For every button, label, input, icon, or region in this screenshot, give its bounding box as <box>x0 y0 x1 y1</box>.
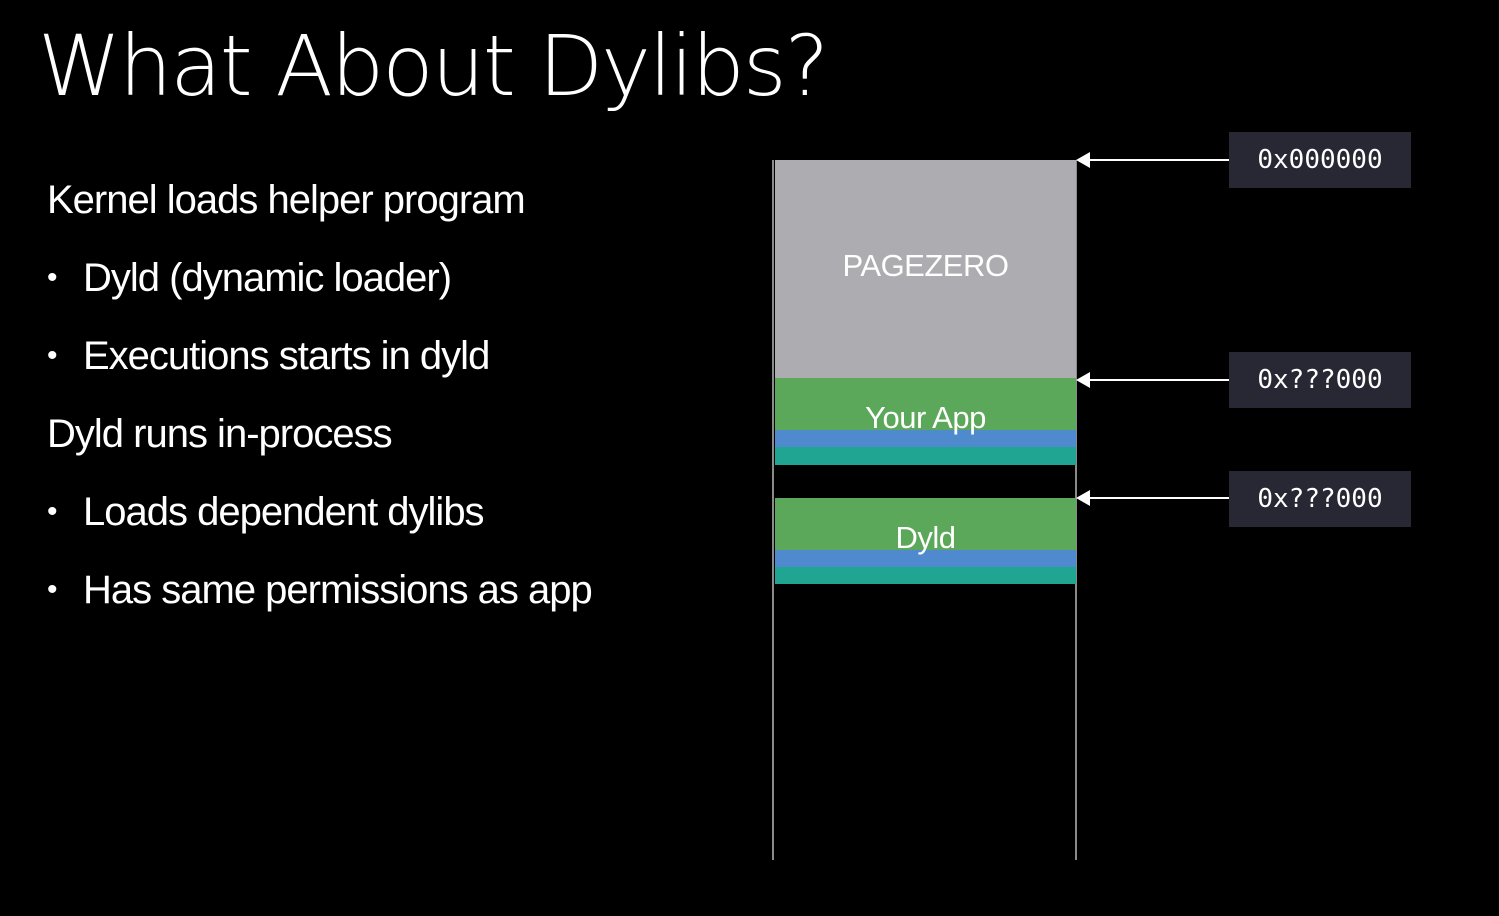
segment-your-app-data <box>775 430 1076 447</box>
bullet-text: Dyld (dynamic loader) <box>83 256 452 300</box>
bullet-dot-icon: • <box>47 261 57 294</box>
bullet-dot-icon: • <box>47 339 57 372</box>
arrow-left-icon <box>1076 490 1090 506</box>
arrow-left-icon <box>1076 372 1090 388</box>
bullet-dot-icon: • <box>47 573 57 606</box>
address-label: 0x000000 <box>1229 132 1411 188</box>
segment-label-pagezero: PAGEZERO <box>842 248 1009 283</box>
segment-pagezero <box>775 160 1076 378</box>
address-arrow <box>1076 372 1229 388</box>
segment-dyld-data <box>775 550 1076 567</box>
memory-column-left-border <box>772 160 774 860</box>
address-arrow <box>1076 490 1229 506</box>
bullet-text: Executions starts in dyld <box>83 334 490 378</box>
segment-your-app-linkedit <box>775 447 1076 465</box>
segment-dyld-linkedit <box>775 567 1076 584</box>
segment-dyld-text <box>775 498 1076 550</box>
bullet-dot-icon: • <box>47 495 57 528</box>
address-label: 0x???000 <box>1229 352 1411 408</box>
memory-column-right-border <box>1075 160 1077 860</box>
address-label: 0x???000 <box>1229 471 1411 527</box>
arrow-left-icon <box>1076 152 1090 168</box>
bullet-item-level0: Dyld runs in-process <box>47 412 393 456</box>
address-arrow <box>1076 152 1229 168</box>
bullet-text: Has same permissions as app <box>83 568 593 612</box>
segment-label-your-app: Your App <box>865 400 986 435</box>
segment-label-dyld: Dyld <box>895 520 956 555</box>
bullet-item-level0: Kernel loads helper program <box>47 178 526 222</box>
segment-your-app-text <box>775 378 1076 430</box>
slide-title: What About Dylibs? <box>38 17 829 115</box>
bullet-text: Loads dependent dylibs <box>83 490 485 534</box>
